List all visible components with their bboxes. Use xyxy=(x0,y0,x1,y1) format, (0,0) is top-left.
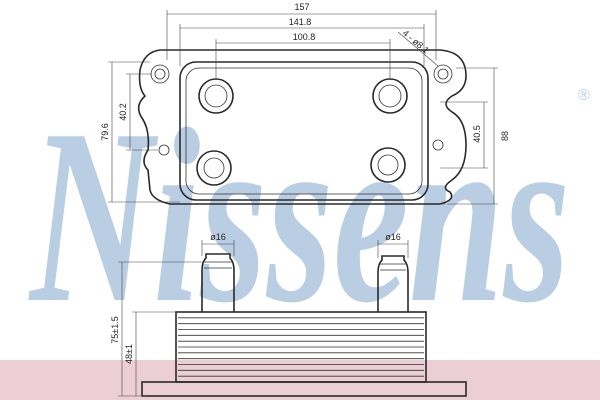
dim-left-height: 79.6 xyxy=(100,123,110,141)
dim-total-height: 75±1.5 xyxy=(110,316,120,343)
port-bottom-left xyxy=(196,150,232,186)
dim-port-span: 100.8 xyxy=(293,32,316,42)
base-plate xyxy=(141,381,467,397)
bolt-hole-bottom-left xyxy=(158,144,170,156)
pipe-right xyxy=(377,255,409,312)
port-top-right-inner xyxy=(378,84,402,108)
dim-body-height: 48±1 xyxy=(124,344,134,364)
dim-right-height: 88 xyxy=(500,131,510,141)
port-bottom-right-inner xyxy=(377,154,399,176)
bolt-hole-top-right-ring xyxy=(433,64,453,84)
dim-overall-width: 157 xyxy=(294,2,309,12)
hole-spec-leader xyxy=(397,31,439,67)
pipe-left xyxy=(201,253,235,312)
dim-right-vert-spacing: 40.5 xyxy=(472,125,482,143)
cooler-plate xyxy=(179,61,429,201)
cooler-fins xyxy=(178,317,424,377)
dim-hole-span: 141.8 xyxy=(289,17,312,27)
dim-left-vert-spacing: 40.2 xyxy=(118,103,128,121)
bolt-hole-top-left xyxy=(154,68,166,80)
bolt-hole-top-right xyxy=(437,68,449,80)
dim-right-port-dia: ø16 xyxy=(385,232,401,242)
port-bottom-right xyxy=(370,147,406,183)
top-view: 157 141.8 100.8 4 - ø8.1 79.6 40.2 40.5 … xyxy=(100,2,510,205)
dim-left-port-dia: ø16 xyxy=(210,232,226,242)
cooler-plate-inner xyxy=(185,67,423,195)
dim-hole-spec: 4 - ø8.1 xyxy=(401,28,431,56)
port-bottom-left-inner xyxy=(203,157,225,179)
flange-outline xyxy=(137,49,467,205)
side-view: ø16 ø16 75±1.5 48±1 xyxy=(110,232,467,397)
registered-mark: ® xyxy=(578,87,590,104)
watermark-band xyxy=(0,360,600,400)
port-top-left-inner xyxy=(204,84,228,108)
bolt-hole-bottom-right xyxy=(432,139,444,151)
watermark-brand: Nissens xyxy=(28,78,570,355)
